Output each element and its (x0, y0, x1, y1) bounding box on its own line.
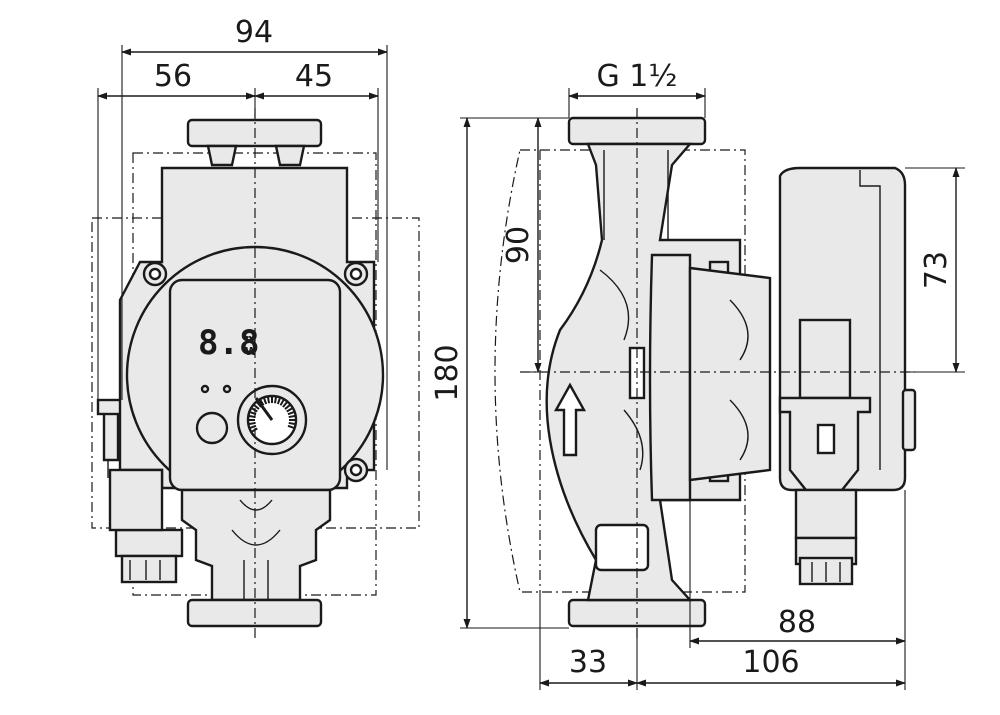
front-top-neck (206, 144, 306, 167)
dimension-33: 33 (539, 645, 638, 687)
front-plug-nut (120, 554, 178, 584)
side-view: G 1½ 180 90 73 88 33 106 (430, 59, 965, 690)
dimension-94-label: 94 (235, 15, 273, 50)
side-plug-body (794, 488, 858, 540)
knob-tick (273, 397, 277, 404)
side-housing-contours (599, 150, 669, 471)
dimension-56: 56 (97, 59, 256, 100)
front-plug-collar (114, 528, 184, 558)
dimension-45: 45 (254, 59, 379, 100)
front-plug-body (108, 468, 164, 532)
dimension-106-label: 106 (742, 645, 799, 680)
front-plug-grooves (129, 560, 161, 580)
knob-tick (286, 407, 293, 413)
dimension-connection: G 1½ (568, 59, 706, 100)
knob-tick (282, 401, 288, 408)
knob-tick (259, 399, 265, 406)
dimension-45-label: 45 (295, 59, 333, 94)
knob-tick (267, 397, 271, 404)
side-knob-profile[interactable] (901, 388, 917, 452)
knob-tick (288, 415, 295, 419)
side-housing-window (594, 523, 650, 572)
side-motor-can (688, 266, 772, 482)
knob-tick (287, 424, 294, 429)
knob-tick (279, 399, 285, 406)
knob-tick (284, 404, 291, 410)
dimension-180-label: 180 (430, 344, 465, 401)
side-motor-contours (729, 299, 749, 461)
side-height-extension (460, 117, 569, 629)
side-plug-grooves (811, 562, 841, 582)
dimension-73-label: 73 (919, 251, 954, 289)
dimension-88: 88 (689, 605, 906, 645)
knob-tick (249, 415, 256, 419)
knob-tick (263, 398, 268, 405)
front-housing-contours (231, 499, 281, 600)
dimension-180: 180 (430, 117, 471, 629)
front-mounting-screws (142, 261, 369, 483)
knob-tick (287, 411, 294, 416)
dimension-94: 94 (121, 15, 388, 56)
front-push-button[interactable] (195, 411, 229, 445)
side-connector-latch[interactable] (816, 423, 836, 455)
lcd-digits: 8.8 (198, 323, 259, 363)
control-knob[interactable] (236, 384, 308, 456)
side-width-extension (539, 490, 906, 690)
side-module-edge (859, 170, 881, 470)
side-module-recess (798, 318, 852, 400)
flow-direction-arrow (553, 382, 587, 457)
knob-tick (249, 421, 256, 425)
dimension-connection-label: G 1½ (597, 59, 678, 94)
dimension-90-label: 90 (501, 226, 536, 264)
lcd-unit-m: m (245, 332, 256, 345)
front-extension-lines (97, 45, 388, 470)
lcd-display: 8.8 m W (198, 323, 259, 363)
front-view: 8.8 m W 94 (91, 15, 420, 640)
knob-tick (250, 424, 257, 429)
dimension-88-label: 88 (778, 605, 816, 640)
dimension-56-label: 56 (154, 59, 192, 94)
knob-tick (288, 421, 295, 425)
led-indicator-left (200, 384, 210, 394)
side-motor-flange (648, 253, 692, 502)
lcd-unit-w: W (245, 345, 257, 358)
dimension-106: 106 (636, 645, 906, 687)
front-cable-gland (102, 408, 120, 462)
side-envelope-outline (494, 149, 746, 593)
dimension-33-label: 33 (569, 645, 607, 680)
dimension-73: 73 (919, 167, 960, 373)
knob-tick (276, 398, 281, 405)
dimension-90: 90 (501, 117, 542, 373)
led-indicator-right (222, 384, 232, 394)
knob-tick (253, 404, 260, 410)
